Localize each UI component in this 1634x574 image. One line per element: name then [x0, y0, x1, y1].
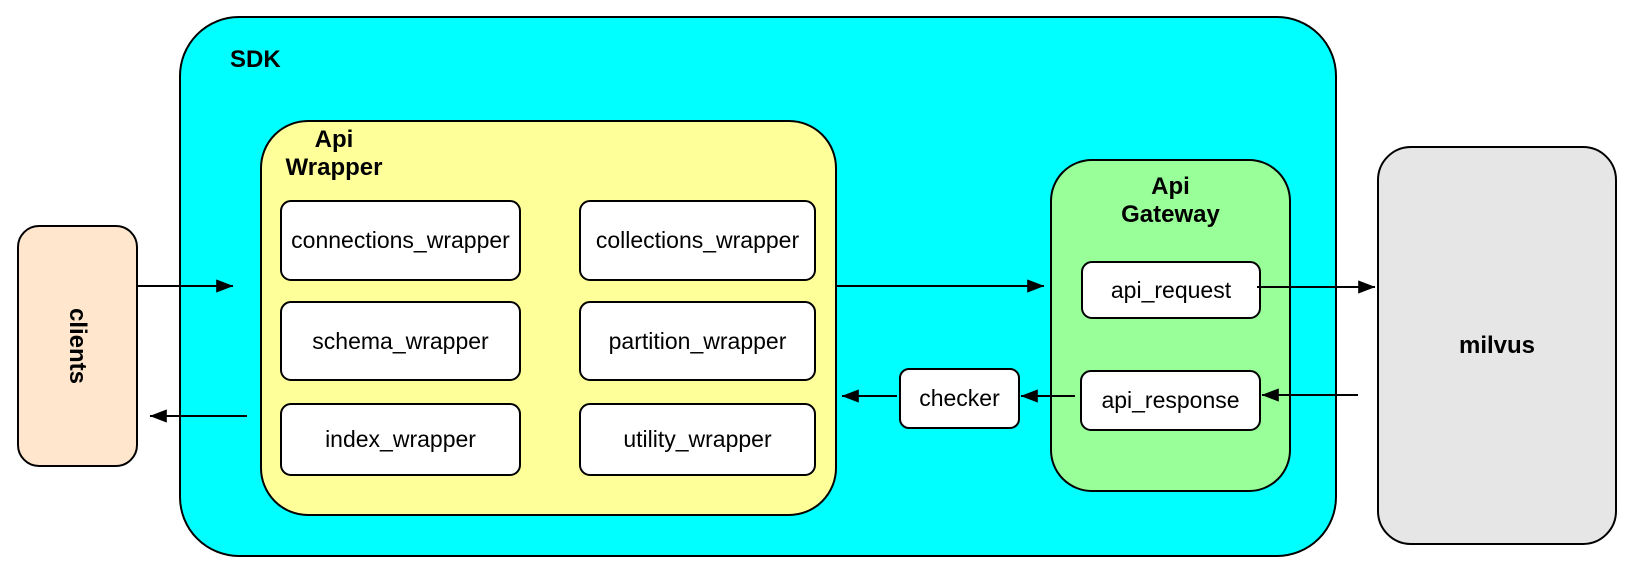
api-wrapper-label: Api Wrapper	[272, 126, 396, 182]
api-gateway-label-line1: Api	[1151, 173, 1190, 200]
sdk-label: SDK	[230, 46, 281, 73]
api-gateway-label-line2: Gateway	[1121, 201, 1220, 228]
schema-wrapper-node: schema_wrapper	[280, 301, 521, 381]
collections-wrapper-node: collections_wrapper	[579, 200, 816, 281]
sdk-container: SDK Api Wrapper connections_wrapper coll…	[179, 16, 1337, 557]
clients-node: clients	[17, 225, 138, 467]
api-response-node: api_response	[1080, 370, 1261, 431]
api-request-node: api_request	[1081, 261, 1261, 319]
api-wrapper-container: Api Wrapper connections_wrapper collecti…	[260, 120, 837, 516]
api-wrapper-label-line2: Wrapper	[285, 154, 383, 181]
connections-wrapper-node: connections_wrapper	[280, 200, 521, 281]
checker-node: checker	[899, 368, 1020, 429]
utility-wrapper-node: utility_wrapper	[579, 403, 816, 476]
clients-label: clients	[64, 307, 92, 385]
api-wrapper-label-line1: Api	[314, 126, 354, 153]
api-gateway-container: Api Gateway api_request api_response	[1050, 159, 1291, 492]
index-wrapper-node: index_wrapper	[280, 403, 521, 476]
milvus-node: milvus	[1377, 146, 1617, 545]
partition-wrapper-node: partition_wrapper	[579, 301, 816, 381]
api-gateway-label: Api Gateway	[1052, 173, 1289, 229]
